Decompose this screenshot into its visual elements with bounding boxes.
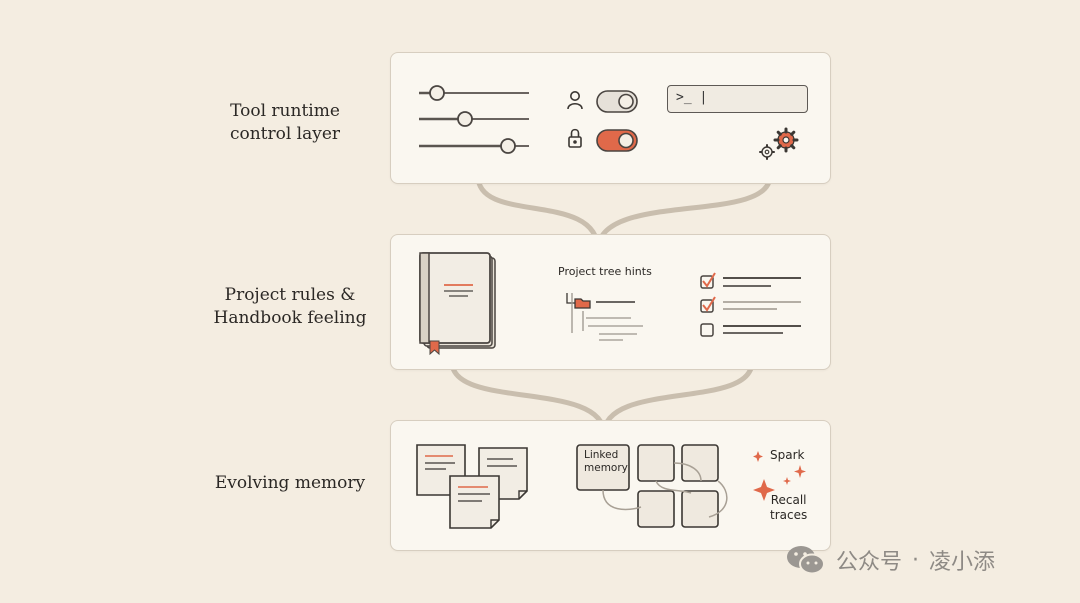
- book-icon: [419, 252, 496, 356]
- toggle-icon: [596, 90, 638, 113]
- linked-memory-label: Linked memory: [584, 449, 628, 474]
- layer-label-evolving-memory: Evolving memory: [214, 473, 366, 493]
- gear-icon: [773, 127, 799, 153]
- toggle-icon: [596, 129, 638, 152]
- watermark-account: 公众号: [836, 550, 903, 575]
- sparkle-icon: [783, 477, 791, 485]
- terminal-input[interactable]: >_ |: [667, 85, 808, 113]
- slider-icon: [419, 85, 529, 101]
- watermark: 公众号 · 凌小添: [784, 538, 995, 582]
- memory-graphics: [416, 444, 806, 529]
- wechat-icon: [787, 546, 825, 575]
- project-rules-graphics: [419, 252, 801, 356]
- checkbox-icon: [700, 296, 716, 313]
- sparkle-icon: [753, 479, 775, 501]
- user-icon: [567, 90, 583, 110]
- gear-icon: [759, 144, 775, 160]
- checkbox-icon: [700, 272, 716, 289]
- layer-label-tool-runtime: Tool runtime control layer: [229, 101, 341, 144]
- lock-icon: [568, 128, 582, 148]
- recall-traces-label: Recall traces: [770, 493, 808, 522]
- slider-icon: [419, 111, 529, 127]
- memory-panel: Linked memory Spark Recall traces: [390, 420, 831, 551]
- layer-label-project-rules: Project rules & Handbook feeling: [213, 285, 367, 328]
- spark-label: Spark: [770, 448, 805, 462]
- note-icon: [449, 475, 500, 529]
- watermark-separator: ·: [912, 547, 920, 573]
- folder-icon: [574, 298, 591, 309]
- slider-icon: [419, 138, 529, 154]
- tool-runtime-controls: [419, 85, 799, 160]
- sparkle-icon: [753, 451, 763, 462]
- memory-links: [602, 462, 728, 518]
- watermark-name: 凌小添: [929, 550, 996, 575]
- tool-runtime-panel: >_ |: [390, 52, 831, 184]
- checkbox-icon: [700, 323, 714, 337]
- sparkle-icon: [794, 465, 806, 478]
- tree-lines: [566, 293, 643, 341]
- project-rules-panel: Project tree hints: [390, 234, 831, 370]
- project-tree-title: Project tree hints: [558, 265, 652, 278]
